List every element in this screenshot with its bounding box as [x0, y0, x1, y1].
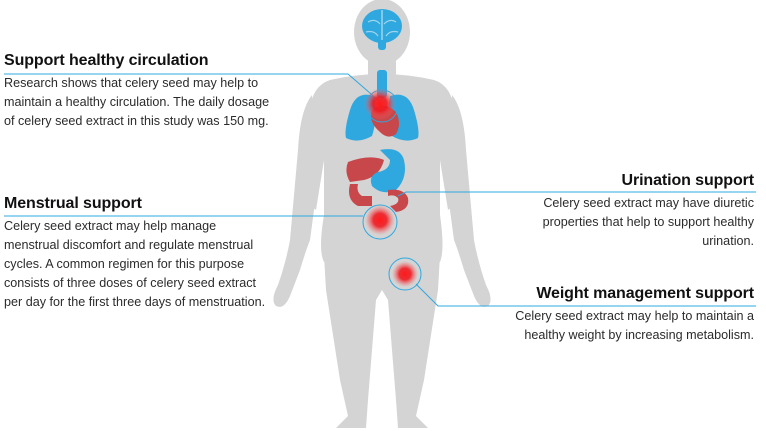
- callout-circulation: Support healthy circulation Research sho…: [4, 52, 272, 131]
- callout-menstrual: Menstrual support Celery seed extract ma…: [4, 195, 266, 312]
- intestine-icon: [349, 184, 409, 212]
- callout-weight-text: Celery seed extract may help to maintain…: [515, 309, 754, 342]
- callout-menstrual-title: Menstrual support: [4, 195, 142, 212]
- brain-icon: [362, 9, 402, 50]
- hotspot-markers: [364, 88, 418, 287]
- body-silhouette: [273, 0, 491, 428]
- callout-weight-title: Weight management support: [536, 285, 754, 302]
- liver-icon: [346, 157, 384, 182]
- callout-circulation-text: Research shows that celery seed may help…: [4, 76, 270, 128]
- callout-weight: Weight management support Celery seed ex…: [484, 285, 754, 345]
- callout-urination-title: Urination support: [621, 172, 754, 189]
- callout-circulation-title: Support healthy circulation: [4, 52, 209, 69]
- callout-urination-text: Celery seed extract may have diuretic pr…: [542, 196, 754, 248]
- leader-lines: [4, 73, 756, 307]
- callout-urination: Urination support Celery seed extract ma…: [504, 172, 755, 251]
- stomach-icon: [370, 149, 405, 193]
- callout-menstrual-text: Celery seed extract may help manage mens…: [4, 219, 266, 309]
